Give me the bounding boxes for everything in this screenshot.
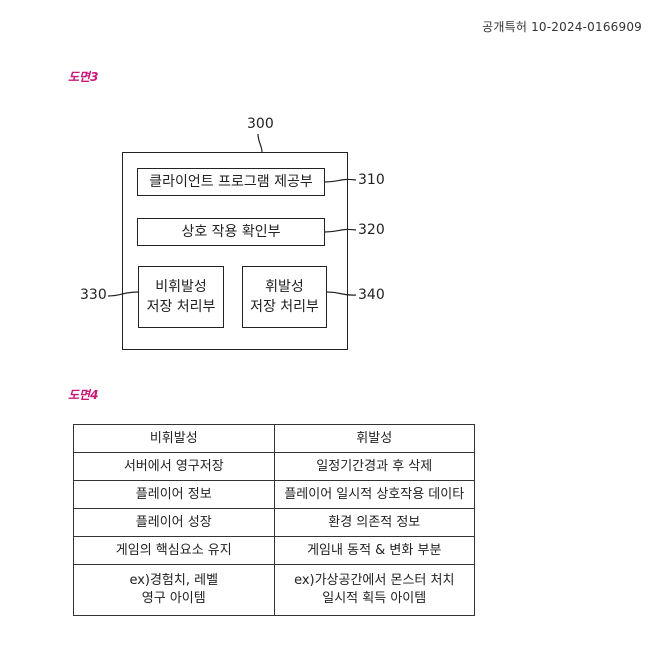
ref-340: 340 xyxy=(358,287,385,303)
table-row: 게임의 핵심요소 유지 게임내 동적 & 변화 부분 xyxy=(73,536,475,565)
table-cell: 플레이어 성장 xyxy=(73,508,275,537)
table-cell: ex)경험치, 레벨 영구 아이템 xyxy=(73,564,275,616)
leader-340 xyxy=(326,291,357,296)
header-volatile: 휘발성 xyxy=(273,424,475,453)
table-cell-line: ex)가상공간에서 몬스터 처치 xyxy=(294,573,455,588)
header-nonvolatile: 비휘발성 xyxy=(73,424,275,453)
interaction-checker-label: 상호 작용 확인부 xyxy=(181,224,281,240)
client-program-provider-box: 클라이언트 프로그램 제공부 xyxy=(137,168,325,196)
client-program-provider-label: 클라이언트 프로그램 제공부 xyxy=(149,174,313,190)
table-row: 플레이어 성장 환경 의존적 정보 xyxy=(73,508,475,537)
figure3-diagram: 300 클라이언트 프로그램 제공부 310 상호 작용 확인부 320 비휘발… xyxy=(80,116,385,350)
volatile-storage-line1: 휘발성 xyxy=(265,279,304,295)
system-300-box xyxy=(122,152,348,350)
ref-330: 330 xyxy=(80,287,107,303)
volatile-storage-line2: 저장 처리부 xyxy=(250,299,319,315)
nonvolatile-storage-box: 비휘발성 저장 처리부 xyxy=(138,266,224,328)
figure3-label: 도면3 xyxy=(68,70,99,84)
ref-300: 300 xyxy=(247,116,274,132)
table-cell-line: 일시적 획득 아이템 xyxy=(322,591,427,606)
table-row: ex)경험치, 레벨 영구 아이템 ex)가상공간에서 몬스터 처치 일시적 획… xyxy=(73,564,475,616)
table-cell: ex)가상공간에서 몬스터 처치 일시적 획득 아이템 xyxy=(273,564,475,616)
table-cell: 플레이어 일시적 상호작용 데이타 xyxy=(273,480,475,509)
table-row: 플레이어 정보 플레이어 일시적 상호작용 데이타 xyxy=(73,480,475,509)
leader-lines xyxy=(107,133,357,297)
ref-310: 310 xyxy=(358,172,385,188)
ref-320: 320 xyxy=(358,222,385,238)
table-cell: 게임내 동적 & 변화 부분 xyxy=(273,536,475,565)
leader-300 xyxy=(257,133,263,153)
table-cell-line: ex)경험치, 레벨 xyxy=(129,573,219,588)
table-cell: 일정기간경과 후 삭제 xyxy=(273,452,475,481)
table-cell: 플레이어 정보 xyxy=(73,480,275,509)
volatile-storage-box: 휘발성 저장 처리부 xyxy=(242,266,327,328)
comparison-table: 비휘발성 휘발성 서버에서 영구저장 일정기간경과 후 삭제 플레이어 정보 플… xyxy=(73,424,475,616)
leader-320 xyxy=(324,228,357,233)
nonvolatile-storage-line2: 저장 처리부 xyxy=(146,299,216,315)
table-header-row: 비휘발성 휘발성 xyxy=(73,424,475,453)
figure4-label: 도면4 xyxy=(68,388,99,402)
publication-number: 공개특허 10-2024-0166909 xyxy=(482,20,642,34)
table-row: 서버에서 영구저장 일정기간경과 후 삭제 xyxy=(73,452,475,481)
leader-310 xyxy=(324,178,357,183)
table-cell: 환경 의존적 정보 xyxy=(273,508,475,537)
interaction-checker-box: 상호 작용 확인부 xyxy=(137,218,325,246)
table-cell: 게임의 핵심요소 유지 xyxy=(73,536,275,565)
table-cell-line: 영구 아이템 xyxy=(141,591,206,606)
nonvolatile-storage-line1: 비휘발성 xyxy=(155,279,207,295)
table-cell: 서버에서 영구저장 xyxy=(73,452,275,481)
